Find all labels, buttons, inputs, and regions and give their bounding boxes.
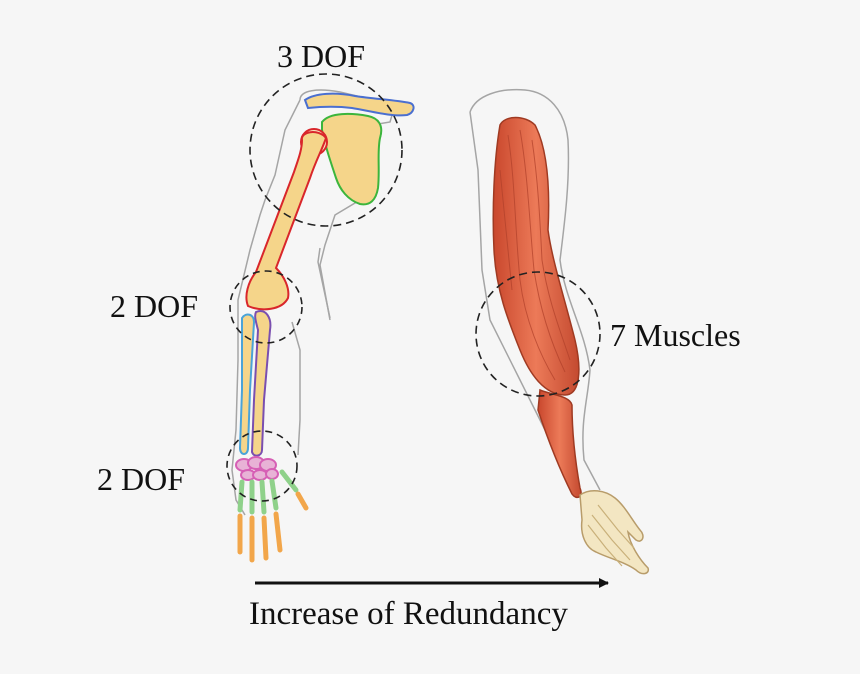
elbow-dof-label: 2 DOF [110, 288, 199, 324]
wrist-joint-circle [226, 430, 298, 502]
elbow-joint-circle [229, 270, 303, 344]
muscle-count-label: 7 Muscles [610, 317, 741, 353]
carpal-bones [235, 456, 279, 481]
shoulder-joint-circle [249, 73, 403, 227]
shoulder-dof-label: 3 DOF [277, 38, 366, 74]
arm-silhouette [231, 89, 396, 516]
muscles-circle [475, 271, 601, 397]
wrist-dof-label: 2 DOF [97, 461, 186, 497]
ulna-bone [250, 310, 272, 457]
phalanx-bones [237, 491, 309, 563]
muscle-fibers [499, 129, 571, 381]
redundancy-caption: Increase of Redundancy [249, 596, 568, 632]
clavicle-bone [303, 92, 415, 117]
metacarpal-bones [237, 469, 299, 515]
radius-bone [238, 313, 256, 455]
forearm-muscles [537, 388, 582, 499]
muscular-arm [469, 88, 650, 575]
humerus-bone [245, 131, 328, 311]
scapula-bone [321, 112, 383, 206]
skeletal-arm [226, 73, 415, 563]
finger-bones [587, 504, 635, 567]
arm-silhouette-inner [291, 247, 331, 456]
upper-arm-muscles [492, 116, 580, 396]
skeletal-hand [579, 490, 650, 575]
